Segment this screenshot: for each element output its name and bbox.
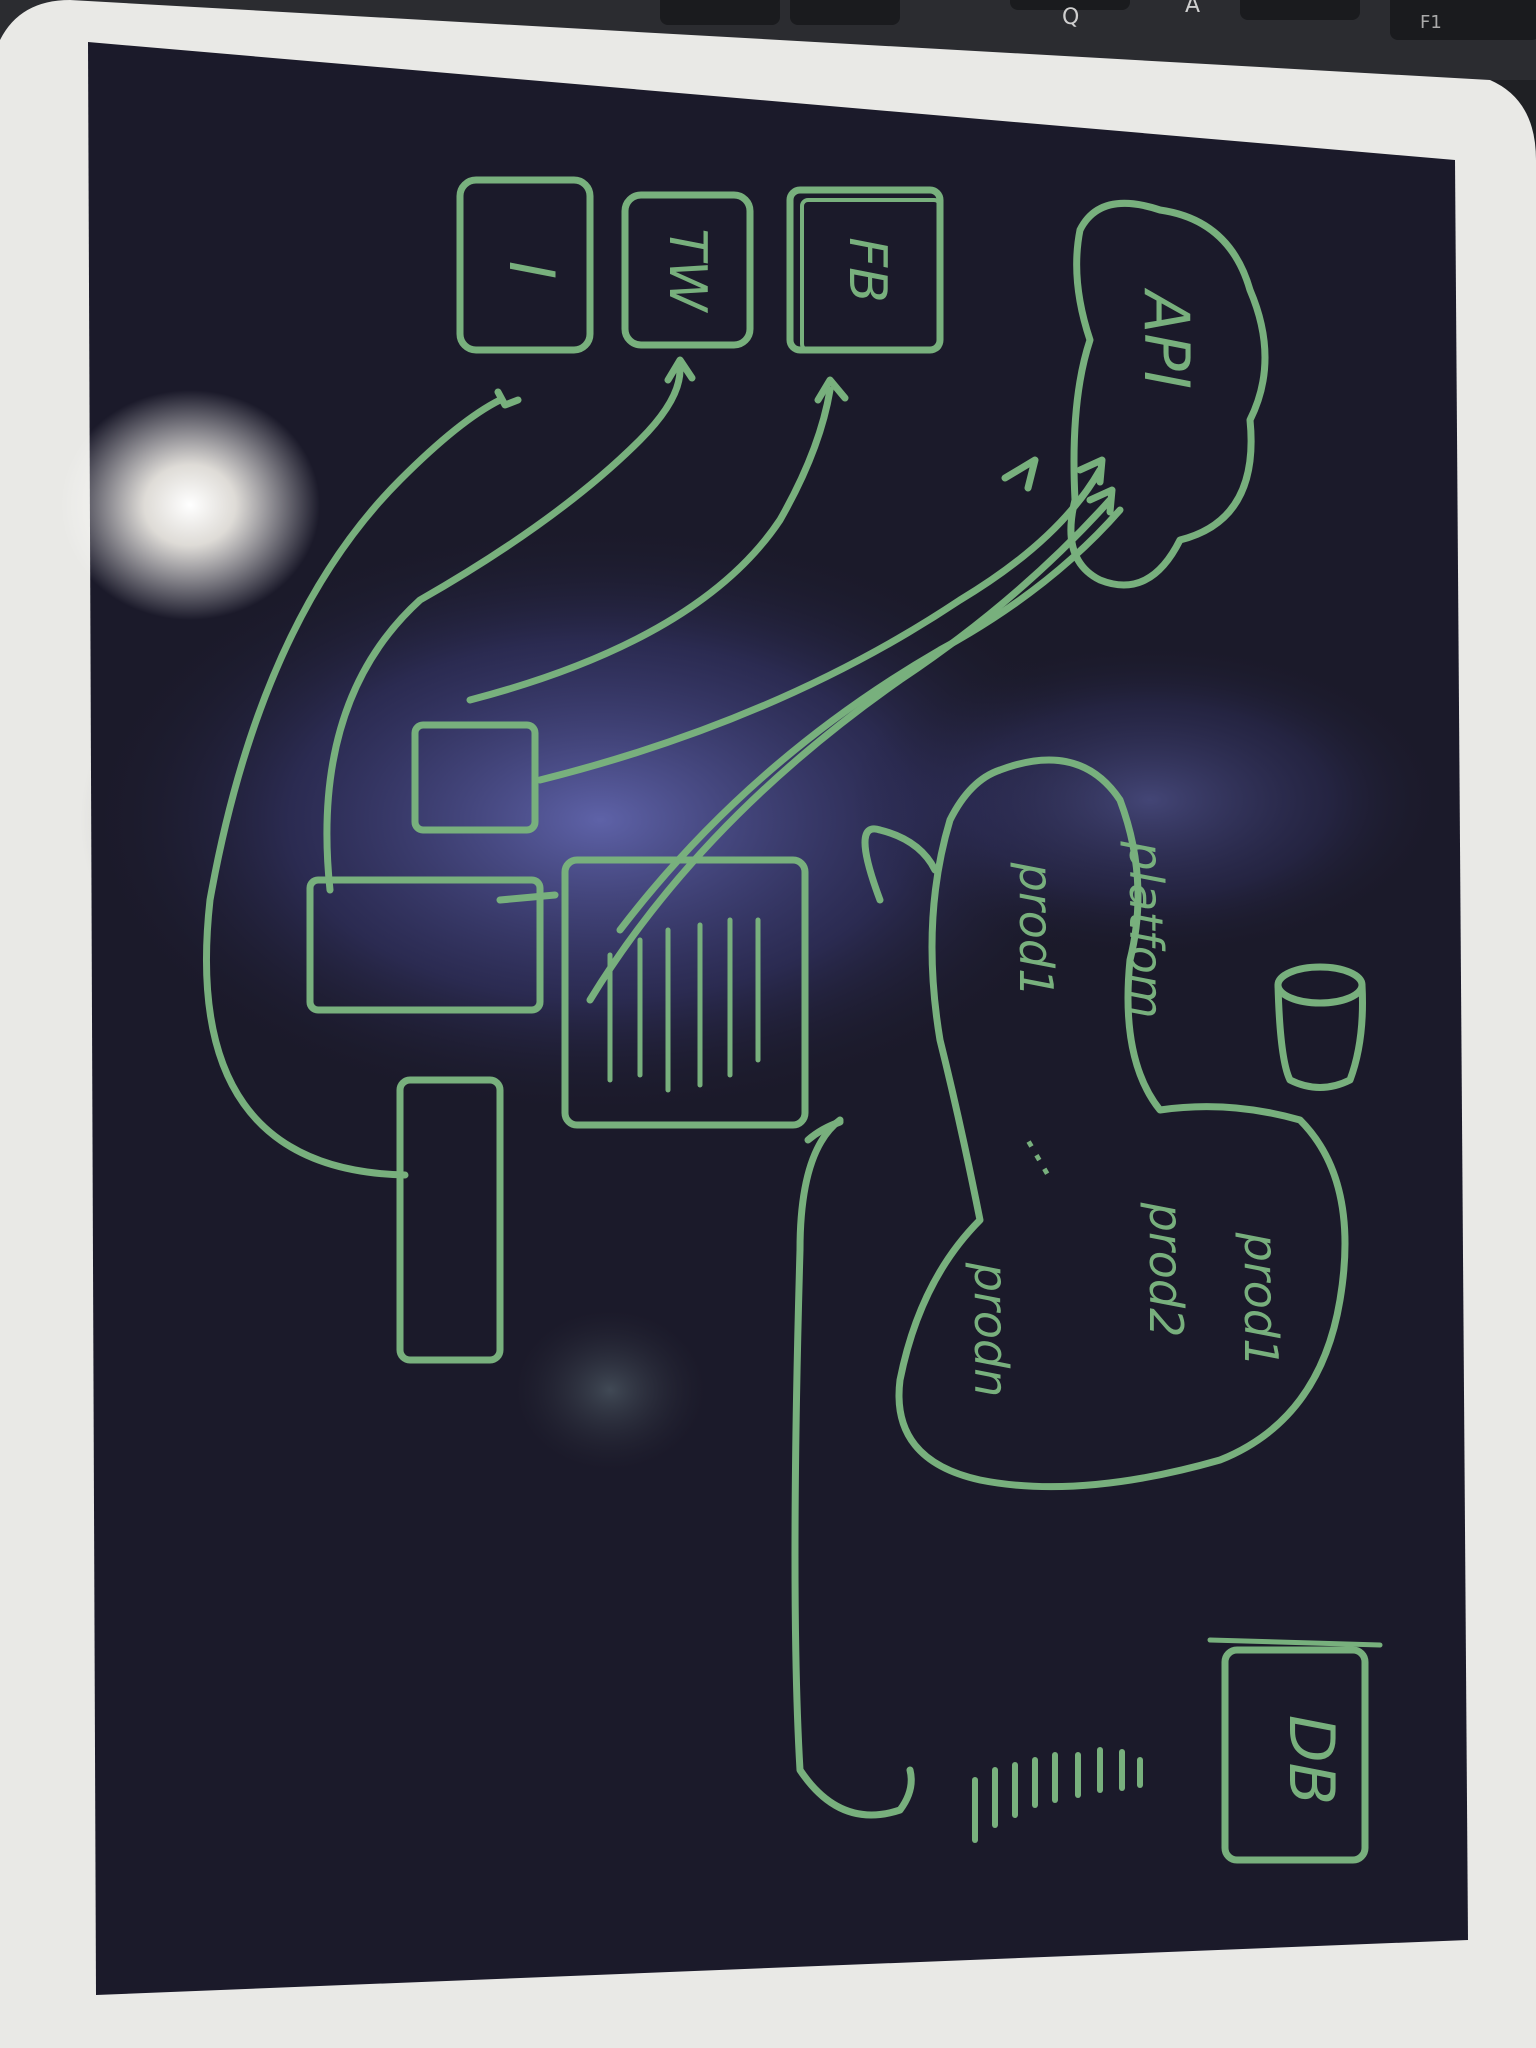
source-box-tw <box>621 191 754 349</box>
key-q-label: Q <box>1062 5 1079 30</box>
arrow-queue-to-api <box>586 496 1114 1004</box>
label-prodn: prodn <box>964 1262 1018 1398</box>
label-prod1-left: prod1 <box>1009 862 1063 998</box>
key-f1-label: F1 <box>1420 12 1442 33</box>
arrow-queue-to-api-2 <box>616 506 1124 934</box>
db-box <box>1221 1646 1369 1864</box>
source-box-i <box>456 176 594 354</box>
key-a-label: A <box>1185 0 1200 18</box>
node-queue-box <box>561 856 809 1129</box>
keyboard-keys <box>660 0 1536 40</box>
node-tall-box <box>396 1076 504 1364</box>
label-prod1-right: prod1 <box>1234 1232 1288 1368</box>
smudge-mark <box>515 1310 705 1470</box>
api-cloud-shape <box>1067 199 1269 589</box>
arrow-to-tw <box>323 366 684 894</box>
label-source-fb: FB <box>837 237 897 303</box>
arrow-to-i <box>203 396 504 1179</box>
purple-glow <box>80 520 1120 1120</box>
label-platform: platfom <box>1119 840 1173 1018</box>
platform-blob <box>895 756 1349 1491</box>
queue-lines <box>607 917 761 1093</box>
db-cylinder-body <box>1274 981 1366 1091</box>
node-small-square <box>411 721 539 834</box>
diagram-strokes <box>203 176 1383 1864</box>
light-glare <box>60 390 320 620</box>
node-wide-box <box>306 876 544 1014</box>
label-api: API <box>1130 287 1203 389</box>
label-db: DB <box>1275 1715 1348 1805</box>
purple-glow-right <box>850 640 1450 960</box>
db-dashes <box>972 1747 1143 1843</box>
arrow-to-fb <box>466 386 834 704</box>
arrow-loop-to-db <box>791 1116 915 1819</box>
label-prod2: prod2 <box>1139 1202 1193 1338</box>
label-source-i: I <box>495 261 568 279</box>
label-source-tw: TW <box>657 228 717 314</box>
arrow-square-to-api <box>536 466 1104 784</box>
